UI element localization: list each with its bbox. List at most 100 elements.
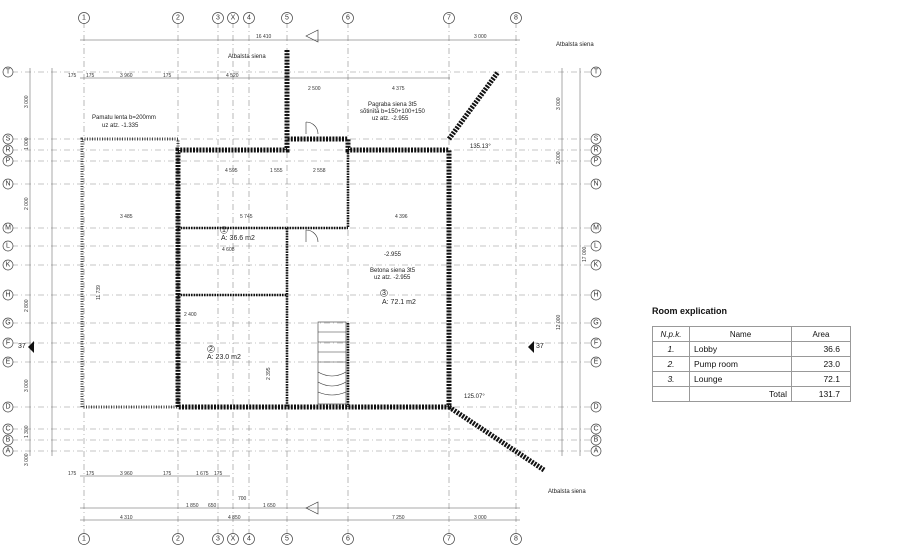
col-header-name: Name — [689, 326, 792, 342]
svg-text:1 650: 1 650 — [263, 503, 276, 509]
axis-label: 3 — [216, 15, 220, 22]
svg-text:37: 37 — [18, 343, 26, 350]
axis-label: X — [231, 15, 236, 22]
svg-text:K: K — [6, 262, 11, 269]
svg-text:G: G — [5, 320, 10, 327]
svg-text:1 000: 1 000 — [24, 137, 30, 150]
svg-text:1 675: 1 675 — [196, 471, 209, 477]
svg-text:A: A — [6, 448, 11, 455]
svg-text:R: R — [593, 147, 598, 154]
svg-text:1: 1 — [222, 227, 226, 234]
svg-text:3: 3 — [382, 290, 386, 297]
svg-text:4 850: 4 850 — [228, 515, 241, 521]
svg-text:F: F — [6, 340, 10, 347]
angle-mark: 135.13° — [470, 144, 491, 150]
total-value: 131.7 — [791, 386, 851, 402]
bottom-axis-bubbles: 1 2 3 X 4 5 6 7 8 — [78, 533, 522, 545]
svg-text:2 000: 2 000 — [24, 197, 30, 210]
svg-text:2 000: 2 000 — [556, 151, 562, 164]
svg-text:M: M — [5, 225, 11, 232]
svg-text:700: 700 — [238, 496, 247, 502]
col-header-num: N.p.k. — [652, 326, 690, 342]
svg-text:N: N — [593, 181, 598, 188]
door-swings — [305, 121, 319, 243]
svg-text:4 520: 4 520 — [226, 73, 239, 79]
svg-text:175: 175 — [68, 471, 77, 477]
horizontal-grid-lines — [12, 71, 598, 452]
svg-text:H: H — [593, 292, 598, 299]
svg-text:1 555: 1 555 — [270, 168, 283, 174]
svg-text:3 000: 3 000 — [24, 95, 30, 108]
svg-text:650: 650 — [208, 503, 217, 509]
table-row: 1. Lobby 36.6 — [652, 341, 851, 357]
svg-text:T: T — [6, 69, 11, 76]
svg-text:P: P — [594, 158, 599, 165]
axis-label: 2 — [176, 15, 180, 22]
svg-text:B: B — [594, 437, 599, 444]
section-markers — [305, 29, 319, 515]
foundation-strip — [80, 137, 180, 409]
svg-text:1 300: 1 300 — [24, 425, 30, 438]
svg-text:S: S — [6, 136, 11, 143]
annotation-text: Atbalsta siena — [228, 54, 266, 60]
dimension-chains: 16 410 3 000 175 175 3 960 175 4 520 2 5… — [24, 34, 588, 521]
level-mark: -2.955 — [384, 252, 402, 258]
svg-text:7 250: 7 250 — [392, 515, 405, 521]
axis-label: 6 — [346, 15, 350, 22]
svg-text:C: C — [5, 426, 10, 433]
col-header-area: Area — [791, 326, 851, 342]
svg-text:2: 2 — [176, 536, 180, 543]
svg-text:37: 37 — [536, 343, 544, 350]
svg-text:2 400: 2 400 — [184, 312, 197, 318]
svg-text:17 000: 17 000 — [582, 246, 588, 262]
svg-text:L: L — [594, 243, 598, 250]
svg-text:2: 2 — [209, 346, 213, 353]
svg-text:175: 175 — [163, 471, 172, 477]
svg-text:11 739: 11 739 — [96, 285, 102, 300]
svg-text:4 595: 4 595 — [225, 168, 238, 174]
svg-text:R: R — [5, 147, 10, 154]
svg-text:E: E — [6, 359, 11, 366]
svg-text:E: E — [594, 359, 599, 366]
elevation-markers: 37 37 — [18, 341, 544, 353]
table-row: 3. Lounge 72.1 — [652, 371, 851, 387]
annotation-text: Pamatu lenta b=200mm — [92, 115, 156, 121]
svg-text:M: M — [593, 225, 599, 232]
svg-text:A: A — [594, 448, 599, 455]
svg-text:8: 8 — [514, 536, 518, 543]
svg-text:3 485: 3 485 — [120, 214, 133, 220]
svg-text:K: K — [594, 262, 599, 269]
annotation-text: Atbalsta siena — [548, 489, 586, 495]
axis-label: 4 — [247, 15, 251, 22]
axis-label: 8 — [514, 15, 518, 22]
svg-text:H: H — [5, 292, 10, 299]
svg-text:2 800: 2 800 — [24, 299, 30, 312]
room-labels: 1 A: 36.6 m2 2 A: 23.0 m2 3 A: 72.1 m2 — [207, 226, 416, 361]
room-explication: Room explication N.p.k. Name Area 1. Lob… — [652, 306, 862, 402]
axis-label: 7 — [447, 15, 451, 22]
svg-text:7: 7 — [447, 536, 451, 543]
svg-text:175: 175 — [163, 73, 172, 79]
svg-text:5: 5 — [285, 536, 289, 543]
svg-text:6: 6 — [346, 536, 350, 543]
svg-text:P: P — [6, 158, 11, 165]
svg-text:G: G — [593, 320, 598, 327]
annotation-text: uz atz. -2.955 — [372, 116, 409, 122]
right-axis-bubbles: T S R P N M L K H G F E D C B A — [590, 66, 602, 457]
svg-text:C: C — [593, 426, 598, 433]
svg-text:175: 175 — [86, 471, 95, 477]
svg-text:L: L — [6, 243, 10, 250]
svg-text:S: S — [594, 136, 599, 143]
annotations: Pamatu lenta b=200mm uz atz. -1.335 Pagr… — [92, 42, 594, 495]
svg-text:D: D — [593, 404, 598, 411]
room-area-label: A: 72.1 m2 — [382, 299, 416, 306]
svg-text:12 000: 12 000 — [556, 314, 562, 330]
svg-text:B: B — [6, 437, 11, 444]
svg-text:F: F — [594, 340, 598, 347]
room-area-label: A: 23.0 m2 — [207, 354, 241, 361]
left-axis-bubbles: T S R P N M L K H G F E D C B A — [2, 66, 14, 457]
svg-text:2 500: 2 500 — [308, 86, 321, 92]
building-walls — [175, 50, 546, 473]
table-total-row: Total 131.7 — [652, 386, 851, 402]
annotation-text: uz atz. -1.335 — [102, 123, 139, 129]
